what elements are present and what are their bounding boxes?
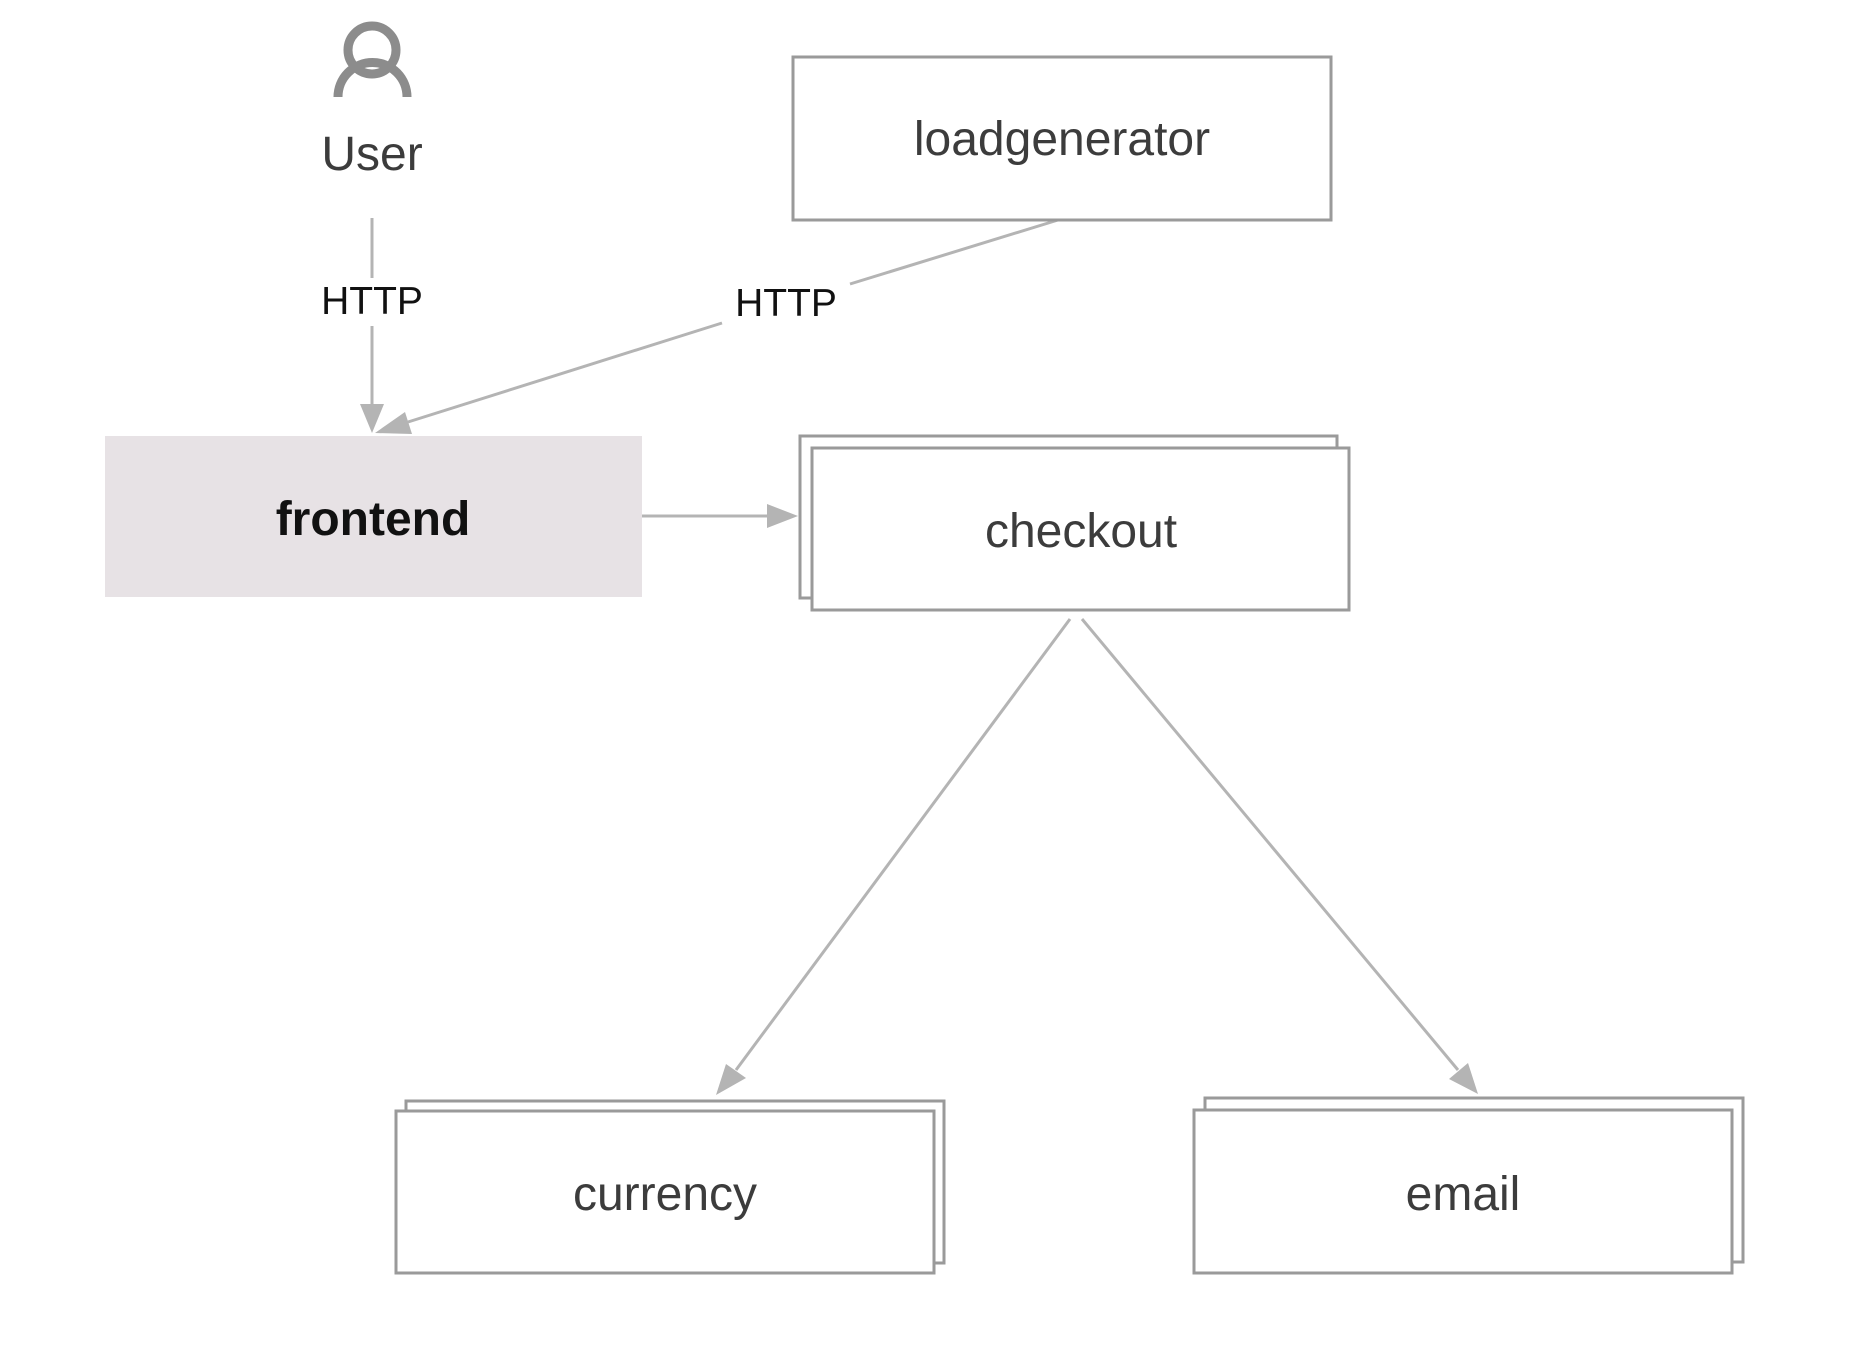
arrowhead-icon bbox=[375, 412, 412, 434]
user-label: User bbox=[321, 128, 422, 181]
node-checkout: checkout bbox=[798, 434, 1351, 612]
arrowhead-icon bbox=[1449, 1063, 1478, 1094]
arrowhead-icon bbox=[716, 1064, 746, 1095]
node-label-email: email bbox=[1406, 1168, 1521, 1221]
node-currency: currency bbox=[394, 1099, 946, 1275]
arrowhead-icon bbox=[767, 504, 798, 528]
node-label-frontend: frontend bbox=[276, 493, 471, 546]
node-email: email bbox=[1192, 1096, 1745, 1275]
user-actor: User bbox=[321, 21, 423, 181]
edge-label-user-http: HTTP bbox=[321, 280, 423, 323]
edge-checkout-to-email bbox=[1080, 618, 1478, 1094]
edge-checkout-to-currency bbox=[716, 618, 1072, 1095]
node-frontend: frontend bbox=[105, 436, 642, 597]
edge-loadgenerator-to-frontend: HTTP bbox=[375, 218, 1059, 434]
edge-user-to-frontend: HTTP bbox=[321, 218, 423, 433]
edge-label-loadgenerator-http: HTTP bbox=[735, 282, 837, 325]
user-icon bbox=[333, 21, 412, 98]
node-label-currency: currency bbox=[573, 1168, 757, 1221]
node-loadgenerator: loadgenerator bbox=[791, 55, 1333, 222]
arrowhead-icon bbox=[360, 404, 384, 433]
node-label-loadgenerator: loadgenerator bbox=[914, 113, 1210, 166]
node-label-checkout: checkout bbox=[985, 505, 1177, 558]
edge-frontend-to-checkout bbox=[642, 504, 798, 528]
